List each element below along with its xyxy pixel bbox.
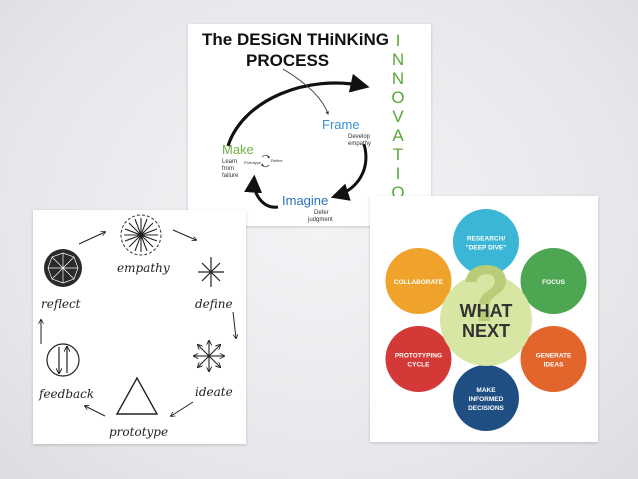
what-next-panel: RESEARCH/ "DEEP DIVE" FOCUS GENERATE IDEAS MA…: [370, 196, 598, 442]
empathy-icon: [120, 214, 162, 256]
dt-title-line1: The DESiGN THiNKiNG: [202, 30, 389, 49]
design-thinking-panel: The DESiGN THiNKiNG PROCESS Make Learn f…: [188, 24, 431, 226]
what-next-diagram: RESEARCH/ "DEEP DIVE" FOCUS GENERATE IDEAS MA…: [385, 209, 587, 431]
stage-frame-sub2: empathy: [348, 141, 371, 147]
arrow-empathy-define: [172, 229, 196, 240]
cycle-label-reflect: reflect: [41, 297, 81, 311]
mini-loop-refine: Refine: [271, 158, 283, 163]
what-next-center-circle: [440, 274, 532, 366]
stage-imagine-label: Imagine: [282, 193, 328, 208]
innovation-letter: I: [396, 164, 401, 183]
innovation-letter: N: [392, 50, 404, 69]
ideate-icon: [194, 341, 224, 371]
what-next-bubble-label: "DEEP DIVE": [466, 245, 507, 252]
innovation-letter: V: [392, 107, 404, 126]
prototype-icon: [115, 376, 159, 415]
stage-make-sub2: from: [222, 166, 234, 172]
arrow-define-ideate: [232, 311, 236, 338]
what-next-bubble-label: MAKE: [476, 387, 496, 394]
arrow-reflect-empathy: [78, 232, 105, 245]
feedback-icon: [46, 343, 80, 377]
what-next-bubble-label: CYCLE: [407, 362, 430, 369]
arrow-imagine-to-make: [244, 174, 279, 209]
stage-imagine-sub1: Defer: [314, 210, 329, 216]
mini-loop-arrow-top: [261, 154, 270, 159]
innovation-letter: I: [396, 31, 401, 50]
cycle-diagram: empathy define ideate prototype: [38, 214, 246, 439]
stage-make-sub3: failure: [222, 173, 239, 179]
stage-frame-sub1: Develop: [348, 134, 371, 140]
define-icon: [198, 257, 224, 287]
design-thinking-diagram: The DESiGN THiNKiNG PROCESS Make Learn f…: [202, 30, 405, 223]
arrow-prototype-feedback: [85, 406, 106, 417]
cycle-label-empathy: empathy: [117, 261, 170, 275]
mini-loop-arrow-bottom: [261, 163, 270, 168]
dt-title-line2: PROCESS: [246, 51, 329, 70]
cycle-arrows: [41, 229, 236, 417]
what-next-bubble-label: INFORMED: [469, 396, 504, 403]
stage-frame-label: Frame: [322, 117, 360, 132]
mini-loop-prototype: Prototype: [244, 160, 262, 165]
innovation-letter: A: [392, 126, 404, 145]
arrow-make-to-frame: [226, 73, 370, 147]
what-next-bubble: [453, 209, 519, 275]
innovation-column: INNOVATION: [391, 31, 404, 221]
what-next-bubble-label: PROTOTYPING: [395, 353, 442, 360]
what-next-bubble-label: IDEAS: [544, 362, 565, 369]
innovation-letter: O: [391, 88, 404, 107]
arrow-title-to-frame: [282, 68, 329, 116]
what-next-bubble: [385, 326, 452, 392]
reflect-icon: [44, 249, 82, 287]
what-next-bubbles: RESEARCH/ "DEEP DIVE" FOCUS GENERATE IDEAS MA…: [385, 209, 587, 431]
question-mark-icon: ?: [462, 249, 511, 338]
cycle-label-define: define: [195, 297, 233, 311]
stage-make-label: Make: [222, 142, 254, 157]
what-next-line2: NEXT: [462, 321, 510, 341]
innovation-letter: T: [393, 145, 403, 164]
arrow-frame-to-imagine: [330, 143, 368, 201]
cycle-panel: empathy define ideate prototype: [33, 210, 246, 444]
cycle-label-feedback: feedback: [38, 387, 94, 401]
what-next-bubble-label: RESEARCH/: [467, 236, 505, 243]
what-next-bubble-label: GENERATE: [536, 353, 572, 360]
what-next-bubble-label: DECISIONS: [468, 405, 504, 412]
what-next-line1: WHAT: [460, 301, 513, 321]
arrow-ideate-prototype: [171, 401, 194, 416]
what-next-bubble-label: COLLABORATE: [394, 279, 444, 286]
cycle-label-ideate: ideate: [195, 385, 233, 399]
innovation-letter: N: [392, 69, 404, 88]
what-next-bubble: [453, 365, 519, 431]
what-next-bubble: [520, 326, 587, 392]
what-next-bubble-label: FOCUS: [542, 279, 565, 286]
stage-imagine-sub2: judgment: [307, 217, 333, 223]
cycle-label-prototype: prototype: [109, 425, 168, 439]
stage-make-sub1: Learn: [222, 159, 237, 165]
what-next-bubble: [385, 248, 452, 314]
what-next-bubble: [520, 248, 587, 314]
